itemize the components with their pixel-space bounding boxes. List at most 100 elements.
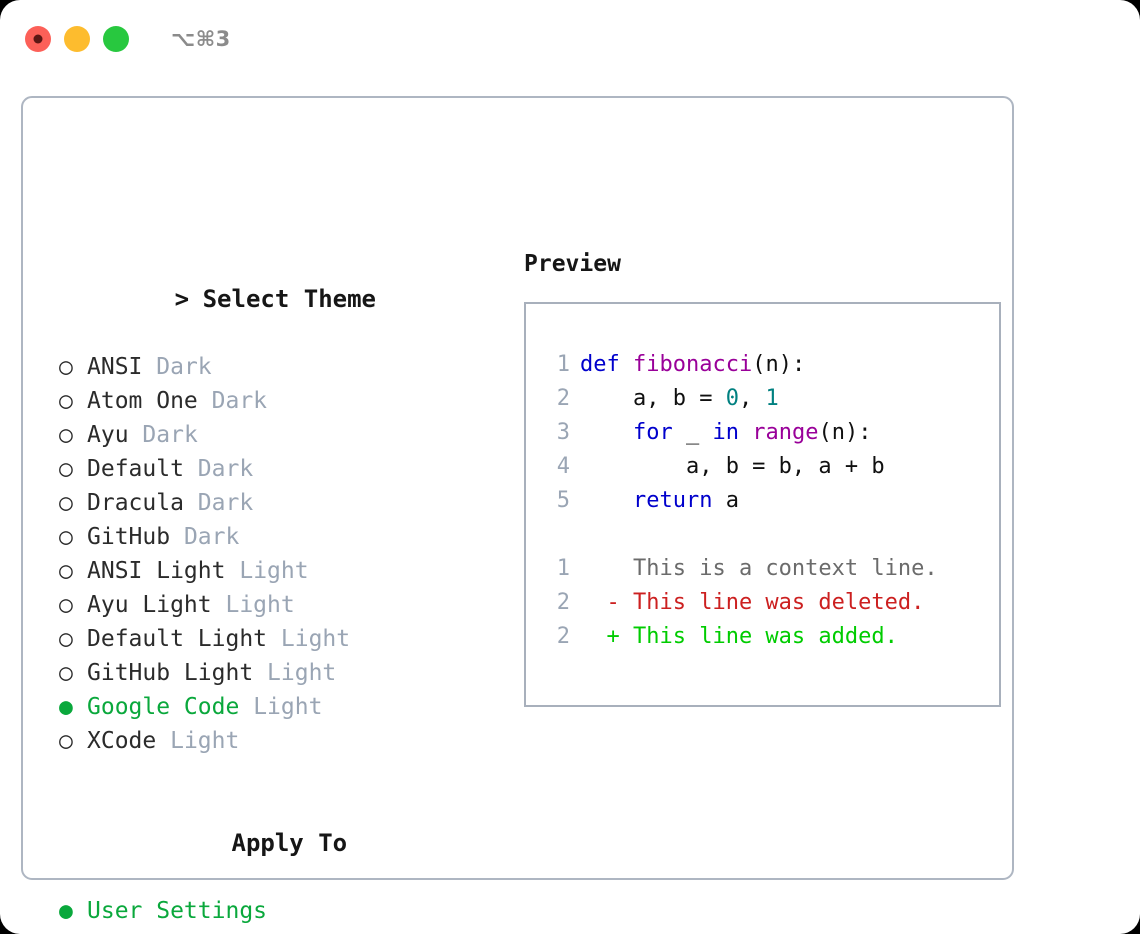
theme-option-badge: Light (253, 694, 323, 720)
diff-sign: - (580, 590, 633, 615)
main-panel: >Select Theme ○ANSI Dark○Atom One Dark○A… (21, 96, 1014, 934)
theme-option-badge: Dark (142, 422, 198, 448)
code-line: 5 return a (526, 484, 999, 518)
theme-option-atom-one[interactable]: ○Atom One Dark (59, 384, 499, 418)
theme-option-badge: Dark (156, 354, 212, 380)
apply-to-option-workspace-settings[interactable]: ○Workspace Settings (59, 928, 499, 934)
code-token-kw: in (712, 420, 753, 445)
theme-option-ayu-light[interactable]: ○ Ayu Light Light (59, 588, 499, 622)
line-number: 1 (556, 556, 570, 581)
code-token-fn: fibonacci (632, 352, 753, 377)
select-theme-header-label: Select Theme (202, 285, 376, 313)
theme-option-list: ○ANSI Dark○Atom One Dark○Ayu Dark○Defaul… (59, 350, 499, 758)
radio-unselected-icon: ○ (59, 558, 73, 584)
theme-selector-column: >Select Theme ○ANSI Dark○Atom One Dark○A… (59, 248, 499, 934)
code-token-kw: for (580, 420, 673, 445)
theme-option-google-code[interactable]: ●Google Code Light (59, 690, 499, 724)
line-number: 2 (556, 386, 570, 411)
diff-sample: 1 This is a context line.2 - This line w… (526, 552, 999, 654)
minimize-button-icon[interactable] (64, 26, 90, 52)
diff-text: This line was added. (632, 624, 898, 649)
title-bar: ⌥⌘3 (0, 0, 1140, 78)
theme-option-ansi-light[interactable]: ○ ANSI Light Light (59, 554, 499, 588)
apply-to-header: >Apply To (59, 792, 499, 894)
radio-selected-icon: ● (59, 694, 73, 720)
theme-option-label: XCode (87, 728, 157, 754)
code-line: 2 a, b = 0, 1 (526, 382, 999, 416)
theme-option-github-light[interactable]: ○ GitHub Light Light (59, 656, 499, 690)
theme-option-badge: Light (225, 592, 295, 618)
theme-option-badge: Dark (197, 456, 254, 482)
theme-option-default[interactable]: ○ Default Dark (59, 452, 499, 486)
radio-unselected-icon: ○ (59, 928, 87, 934)
theme-option-label: GitHub Light (87, 660, 254, 686)
line-number: 3 (556, 420, 570, 445)
theme-option-label: ANSI Light (87, 558, 226, 584)
code-token-num: 0 (725, 386, 739, 411)
radio-unselected-icon: ○ (59, 490, 73, 516)
radio-unselected-icon: ○ (59, 592, 73, 618)
maximize-button-icon[interactable] (103, 26, 129, 52)
keyboard-shortcut-label: ⌥⌘3 (171, 27, 231, 51)
apply-to-group: >Apply To ●User Settings○Workspace Setti… (59, 792, 499, 934)
theme-option-ansi[interactable]: ○ANSI Dark (59, 350, 499, 384)
header-caret: > (174, 285, 190, 313)
theme-option-badge: Dark (183, 524, 240, 550)
diff-text: This line was deleted. (632, 590, 925, 615)
theme-option-ayu[interactable]: ○ Ayu Dark (59, 418, 499, 452)
theme-option-label: Ayu Light (87, 592, 212, 618)
theme-option-badge: Dark (211, 388, 268, 414)
line-number: 2 (556, 624, 570, 649)
theme-option-xcode[interactable]: ○XCode Light (59, 724, 499, 758)
radio-unselected-icon: ○ (59, 626, 73, 652)
code-token-fn: range (752, 420, 819, 445)
select-theme-header: > Select Theme (59, 248, 499, 350)
code-token-pln: _ (672, 420, 713, 445)
theme-option-label: Default Light (87, 626, 268, 652)
diff-sign: + (580, 624, 633, 649)
diff-line-add: 2 + This line was added. (526, 620, 999, 654)
code-token-kw: return (580, 488, 713, 513)
line-number: 1 (556, 352, 570, 377)
diff-line-del: 2 - This line was deleted. (526, 586, 999, 620)
radio-unselected-icon: ○ (59, 422, 73, 448)
apply-to-option-label: User Settings (87, 898, 268, 924)
theme-option-badge: Light (280, 626, 351, 652)
radio-unselected-icon: ○ (59, 388, 73, 414)
code-token-pln: (n): (752, 352, 806, 377)
diff-line-ctx: 1 This is a context line. (526, 552, 999, 586)
theme-option-badge: Light (239, 558, 309, 584)
radio-unselected-icon: ○ (59, 660, 73, 686)
code-token-kw: def (580, 352, 633, 377)
code-token-pln: , (738, 386, 766, 411)
close-button-icon[interactable] (25, 26, 51, 52)
theme-option-github[interactable]: ○ GitHub Dark (59, 520, 499, 554)
theme-option-dracula[interactable]: ○Dracula Dark (59, 486, 499, 520)
radio-unselected-icon: ○ (59, 524, 73, 550)
code-token-pln: (n): (818, 420, 872, 445)
code-token-pln: a (712, 488, 739, 513)
apply-to-header-label: Apply To (231, 829, 348, 857)
radio-unselected-icon: ○ (59, 456, 73, 482)
apply-to-option-user-settings[interactable]: ● User Settings (59, 894, 499, 928)
line-number: 2 (556, 590, 570, 615)
line-number: 5 (556, 488, 570, 513)
theme-option-label: Default (87, 456, 184, 482)
diff-sign (580, 556, 633, 581)
code-token-pln: a, b = (580, 386, 726, 411)
radio-selected-icon: ● (59, 898, 73, 924)
radio-unselected-icon: ○ (59, 728, 73, 754)
theme-option-label: Ayu (87, 422, 129, 448)
theme-option-label: GitHub (87, 524, 171, 550)
preview-title: Preview (524, 251, 621, 277)
apply-to-option-list: ●User Settings○Workspace Settings (59, 894, 499, 934)
theme-option-badge: Light (267, 660, 337, 686)
code-line: 4 a, b = b, a + b (526, 450, 999, 484)
theme-option-default-light[interactable]: ○ Default Light Light (59, 622, 499, 656)
code-line: 3 for _ in range(n): (526, 416, 999, 450)
apply-to-option-label: Workspace Settings (87, 932, 336, 934)
